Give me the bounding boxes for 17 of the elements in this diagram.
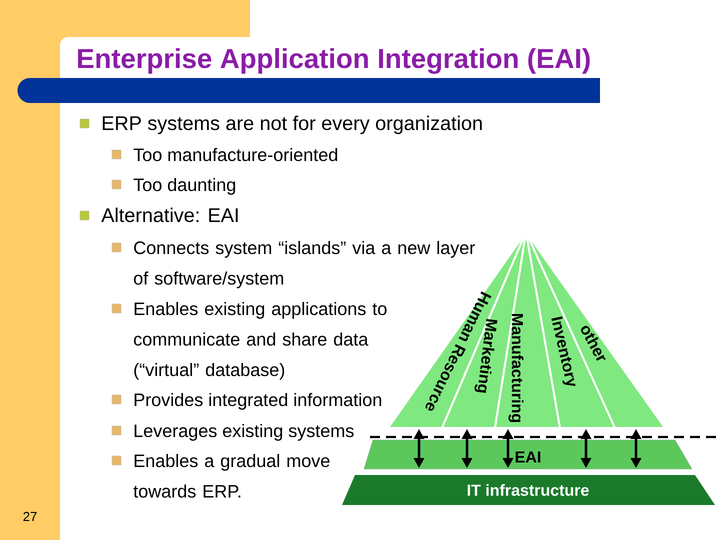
double-arrow	[580, 429, 592, 468]
double-arrow	[414, 429, 424, 468]
double-arrow	[502, 429, 514, 468]
bullet-text: ERP systems are not for every organization	[102, 116, 482, 134]
eai-layer: EAI	[364, 440, 692, 470]
double-arrow	[630, 429, 642, 468]
bullet-text: Alternative: EAI	[101, 208, 238, 222]
infrastructure-layer: IT infrastructure	[342, 475, 715, 505]
page-number: 27	[23, 512, 37, 521]
bullet-text: Enables a gradual move towards ERP.	[133, 454, 330, 498]
bullet-text: Leverages existing systems	[134, 424, 354, 441]
bullet-text: Too manufacture-oriented	[134, 148, 338, 162]
bullet-text: Connects system “islands” via a new layer of software/system	[134, 240, 475, 288]
bullet-text: Too daunting	[134, 178, 236, 195]
bullet-text: Provides integrated information	[134, 392, 382, 410]
slide-title: Enterprise Application Integration (EAI)	[78, 48, 590, 74]
double-arrow	[462, 429, 472, 468]
